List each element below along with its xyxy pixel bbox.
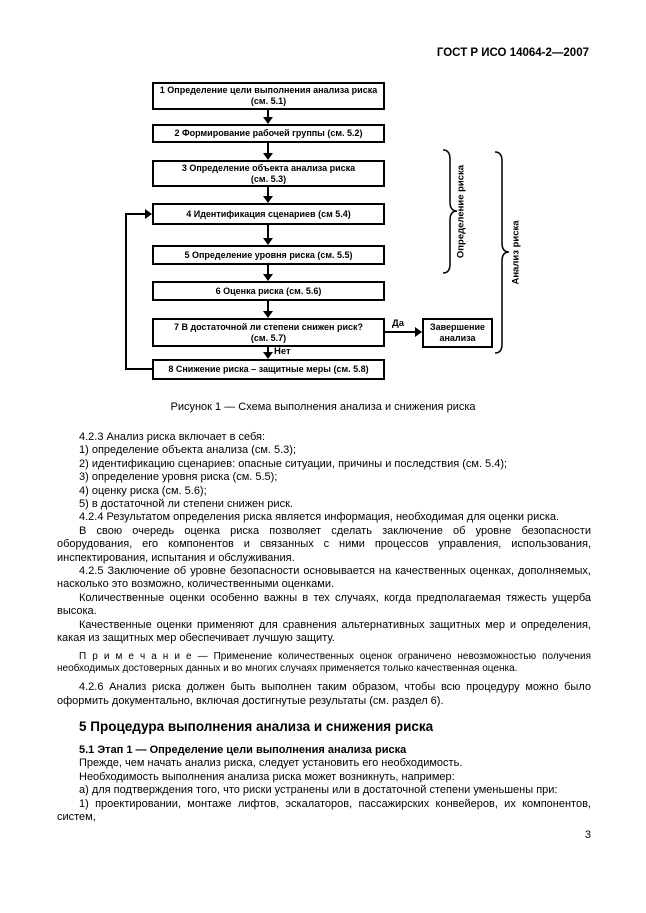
paragraph-4-2-3: 4.2.3 Анализ риска включает в себя: (79, 431, 266, 443)
list-item-5: 5) в достаточной ли степени снижен риск. (79, 498, 293, 511)
flow-box-1: 1 Определение цели выполнения анализа ри… (152, 82, 385, 110)
arrowhead-6-7 (263, 311, 273, 318)
feedback-bottom-segment (125, 368, 152, 370)
paragraph-4-2-4: 4.2.4 Результатом определения риска явля… (79, 511, 560, 524)
no-label: Нет (274, 346, 291, 357)
paragraph-5-1-item-a: а) для подтверждения того, что риски уст… (79, 784, 558, 797)
body-text: 4.2.3 Анализ риска включает в себя: 1) о… (57, 431, 591, 824)
standard-code: ГОСТ Р ИСО 14064-2—2007 (436, 47, 589, 59)
brace-group (442, 149, 510, 354)
bracket-inner-label: Определение риска (455, 164, 467, 259)
feedback-top-segment (125, 213, 146, 215)
arrowhead-3-4 (263, 196, 273, 203)
arrowhead-feedback-4 (145, 209, 152, 219)
connector-7-terminal (385, 331, 416, 333)
paragraph-5-1-intro: Прежде, чем начать анализ риска, следует… (79, 757, 463, 770)
section-5-1-heading: 5.1 Этап 1 — Определение цели выполнения… (79, 743, 407, 756)
arrowhead-2-3 (263, 153, 273, 160)
arrowhead-7-8 (263, 352, 273, 359)
list-item-1: 1) определение объекта анализа (см. 5.3)… (79, 444, 297, 457)
flow-box-2: 2 Формирование рабочей группы (см. 5.2) (152, 124, 385, 143)
feedback-vertical-segment (125, 213, 127, 370)
connector-3-4 (267, 187, 269, 197)
connector-2-3 (267, 143, 269, 154)
arrowhead-5-6 (263, 274, 273, 281)
paragraph-qualitative: Качественные оценки применяют для сравне… (57, 618, 591, 645)
flow-box-7: 7 В достаточной ли степени снижен риск? … (152, 318, 385, 347)
connector-6-7 (267, 301, 269, 312)
flow-box-8: 8 Снижение риска – защитные меры (см. 5.… (152, 359, 385, 380)
connector-5-6 (267, 265, 269, 275)
paragraph-risk-assessment: В свою очередь оценка риска позволяет сд… (57, 524, 591, 564)
yes-label: Да (392, 318, 405, 329)
arrowhead-1-2 (263, 117, 273, 124)
paragraph-5-1-need: Необходимость выполнения анализа риска м… (79, 770, 455, 783)
connector-1-2 (267, 110, 269, 118)
arrowhead-7-terminal (415, 327, 422, 337)
flow-terminal-box: Завершение анализа (422, 318, 493, 348)
flow-box-6: 6 Оценка риска (см. 5.6) (152, 281, 385, 301)
flowchart: 1 Определение цели выполнения анализа ри… (0, 0, 646, 400)
list-item-3: 3) определение уровня риска (см. 5.5); (79, 471, 278, 484)
analysis-brace (494, 151, 510, 354)
figure-caption: Рисунок 1 — Схема выполнения анализа и с… (170, 401, 476, 413)
bracket-outer-label: Анализ риска (510, 220, 522, 285)
section-5-heading: 5 Процедура выполнения анализа и снижени… (79, 718, 434, 734)
list-item-2: 2) идентификацию сценариев: опасные ситу… (79, 457, 508, 470)
paragraph-5-1-item-a1: 1) проектировании, монтаже лифтов, эскал… (57, 797, 591, 823)
flow-box-4: 4 Идентификация сценариев (см 5.4) (152, 203, 385, 225)
arrowhead-4-5 (263, 238, 273, 245)
paragraph-4-2-6: 4.2.6 Анализ риска должен быть выполнен … (57, 681, 591, 707)
connector-7-8 (267, 347, 269, 353)
definition-brace (442, 149, 458, 274)
paragraph-4-2-5: 4.2.5 Заключение об уровне безопасности … (57, 565, 591, 591)
connector-4-5 (267, 225, 269, 239)
page-number: 3 (584, 829, 591, 841)
list-item-4: 4) оценку риска (см. 5.6); (79, 484, 207, 497)
flow-box-5: 5 Определение уровня риска (см. 5.5) (152, 245, 385, 265)
paragraph-quantitative: Количественные оценки особенно важны в т… (57, 591, 591, 618)
note-paragraph: П р и м е ч а н и е — Применение количес… (57, 650, 591, 675)
flow-box-3: 3 Определение объекта анализа риска (см.… (152, 160, 385, 187)
